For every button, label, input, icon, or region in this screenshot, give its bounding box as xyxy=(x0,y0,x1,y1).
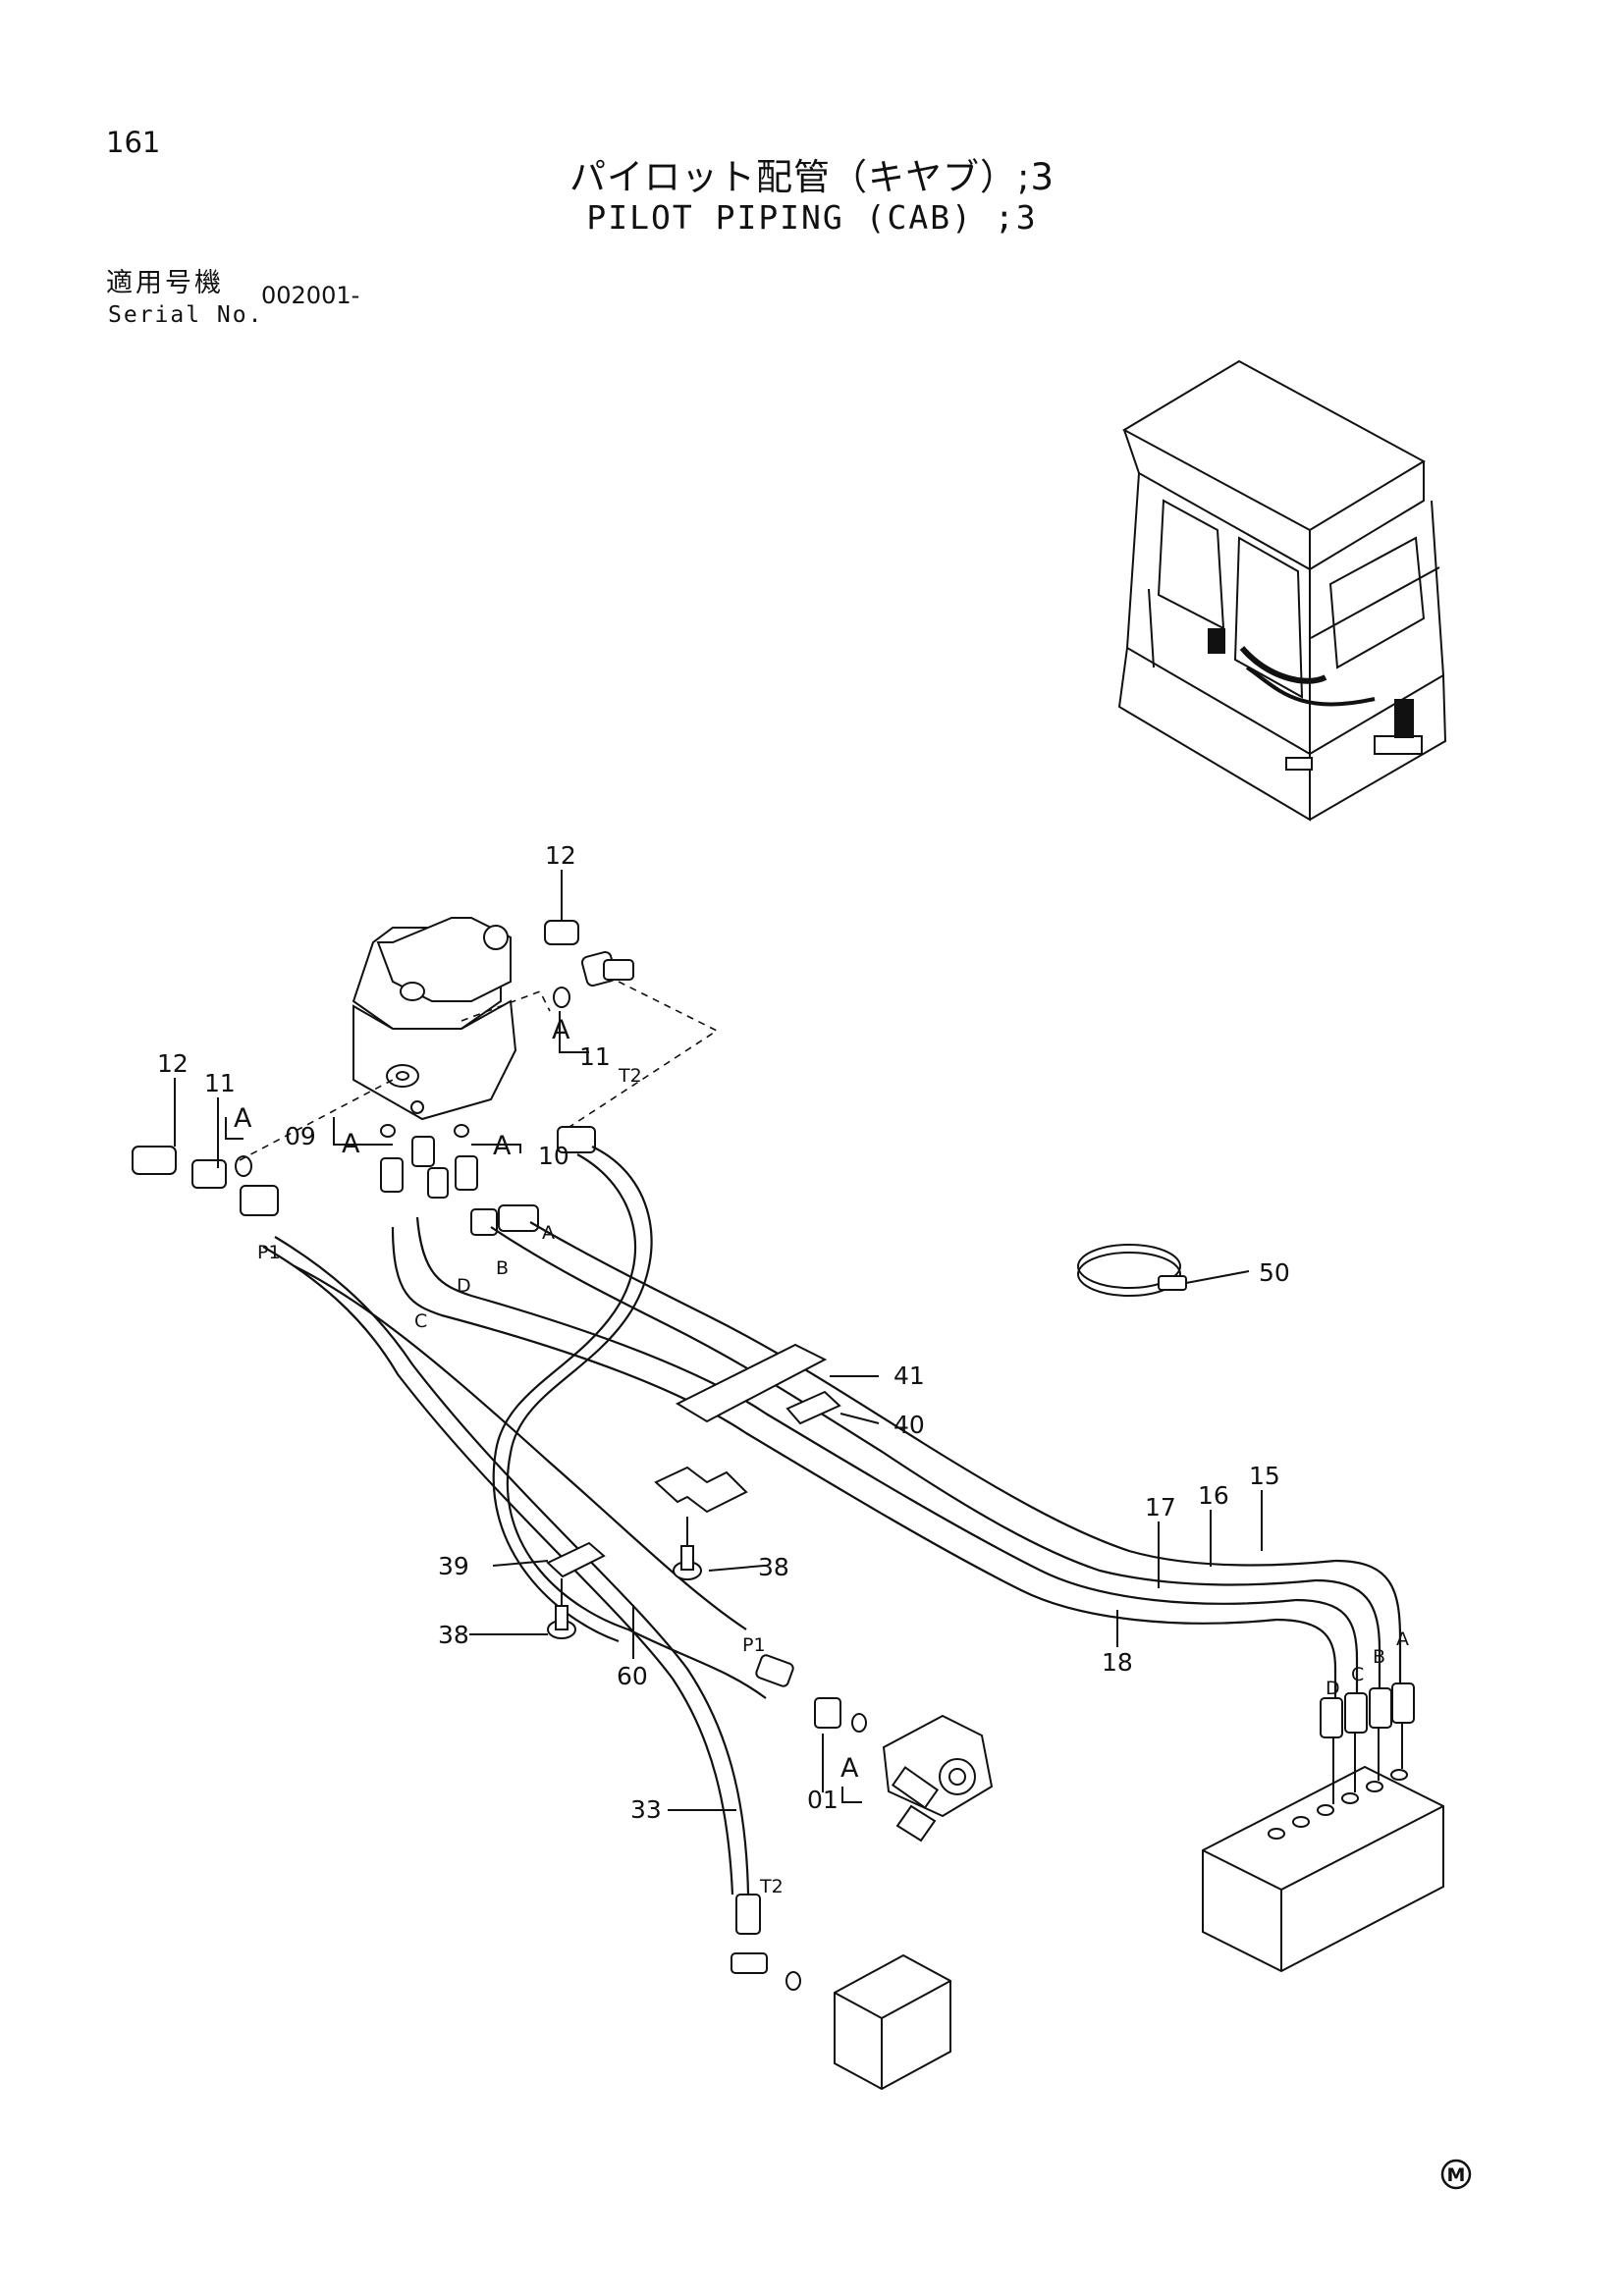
pilot-valve xyxy=(352,917,551,1121)
hoses xyxy=(262,1146,1402,1896)
callout-12-left: 12 xyxy=(157,1049,189,1078)
port-label-b-right: B xyxy=(1373,1646,1385,1668)
cab-overview-illustration xyxy=(1117,359,1447,822)
callout-38-upper: 38 xyxy=(758,1553,789,1581)
section-label-a-3: A xyxy=(342,1129,360,1159)
circled-m-mark: M xyxy=(1440,2159,1472,2190)
callout-39: 39 xyxy=(438,1552,469,1580)
section-label-a-5: A xyxy=(840,1753,859,1784)
callout-10: 10 xyxy=(538,1142,569,1170)
port-label-p1-bottom: P1 xyxy=(742,1634,766,1656)
callout-16: 16 xyxy=(1198,1481,1229,1510)
callout-17: 17 xyxy=(1145,1493,1176,1522)
block-lower-right xyxy=(1202,1723,1444,1973)
callout-33: 33 xyxy=(630,1795,662,1824)
port-label-d-hose: D xyxy=(457,1275,471,1297)
callout-18: 18 xyxy=(1102,1648,1133,1677)
page-title-japanese: パイロット配管（キヤブ）;3 xyxy=(568,156,1055,198)
serial-number-value: 002001- xyxy=(261,282,360,309)
hose-band-50 xyxy=(1077,1244,1187,1297)
serial-label-english: Serial No. xyxy=(108,302,264,328)
serial-label-japanese: 適用号機 xyxy=(106,268,224,298)
mark-letter: M xyxy=(1447,2164,1466,2186)
callout-38-lower: 38 xyxy=(438,1621,469,1649)
callout-12-upper: 12 xyxy=(545,841,576,870)
control-valve-lower xyxy=(882,1714,994,1842)
callout-09: 09 xyxy=(285,1122,316,1150)
port-label-b-hose: B xyxy=(496,1257,509,1279)
section-label-a-2: A xyxy=(234,1103,252,1134)
fittings-upper xyxy=(132,920,634,1236)
bolt-38-upper xyxy=(673,1517,702,1580)
clamp-plate-41 xyxy=(675,1343,828,1423)
callout-11-upper: 11 xyxy=(579,1042,611,1071)
section-label-a-4: A xyxy=(493,1131,512,1161)
port-label-c-hose: C xyxy=(414,1310,427,1332)
callout-11-left: 11 xyxy=(204,1069,236,1097)
leader-lines xyxy=(174,870,1263,1811)
callout-60: 60 xyxy=(617,1662,648,1690)
port-label-d-right: D xyxy=(1326,1678,1340,1699)
callout-40: 40 xyxy=(893,1411,925,1439)
callout-41: 41 xyxy=(893,1362,925,1390)
callout-50: 50 xyxy=(1259,1258,1290,1287)
clamp-39 xyxy=(546,1541,606,1578)
port-label-a-hose: A xyxy=(542,1222,555,1244)
port-label-c-right: C xyxy=(1351,1664,1364,1685)
clamp-plate-40 xyxy=(785,1390,841,1425)
port-label-a-right: A xyxy=(1396,1629,1409,1650)
port-label-t2-top: T2 xyxy=(618,1065,642,1087)
section-label-a-1: A xyxy=(552,1015,570,1045)
block-lower-center xyxy=(834,1953,951,2091)
bolt-38-lower xyxy=(547,1578,576,1639)
page-title-english: PILOT PIPING (CAB) ;3 xyxy=(586,198,1038,237)
port-label-p1-left: P1 xyxy=(257,1242,281,1263)
page-number: 161 xyxy=(106,126,161,159)
port-label-t2-bottom: T2 xyxy=(759,1876,784,1897)
callout-01: 01 xyxy=(807,1786,839,1814)
callout-15: 15 xyxy=(1249,1462,1280,1490)
fittings-lower xyxy=(731,1654,1415,1991)
